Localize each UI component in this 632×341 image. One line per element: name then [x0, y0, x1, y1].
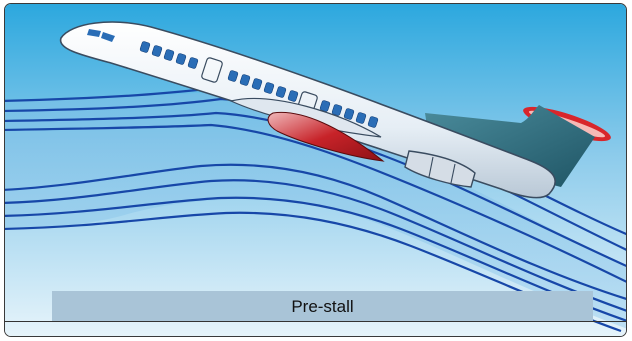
- caption-label: Pre-stall: [291, 297, 353, 317]
- diagram-frame: Pre-stall: [4, 3, 627, 337]
- baseline-rule: [4, 321, 627, 322]
- pre-stall-scene: [4, 3, 627, 337]
- caption-bar: Pre-stall: [52, 291, 593, 322]
